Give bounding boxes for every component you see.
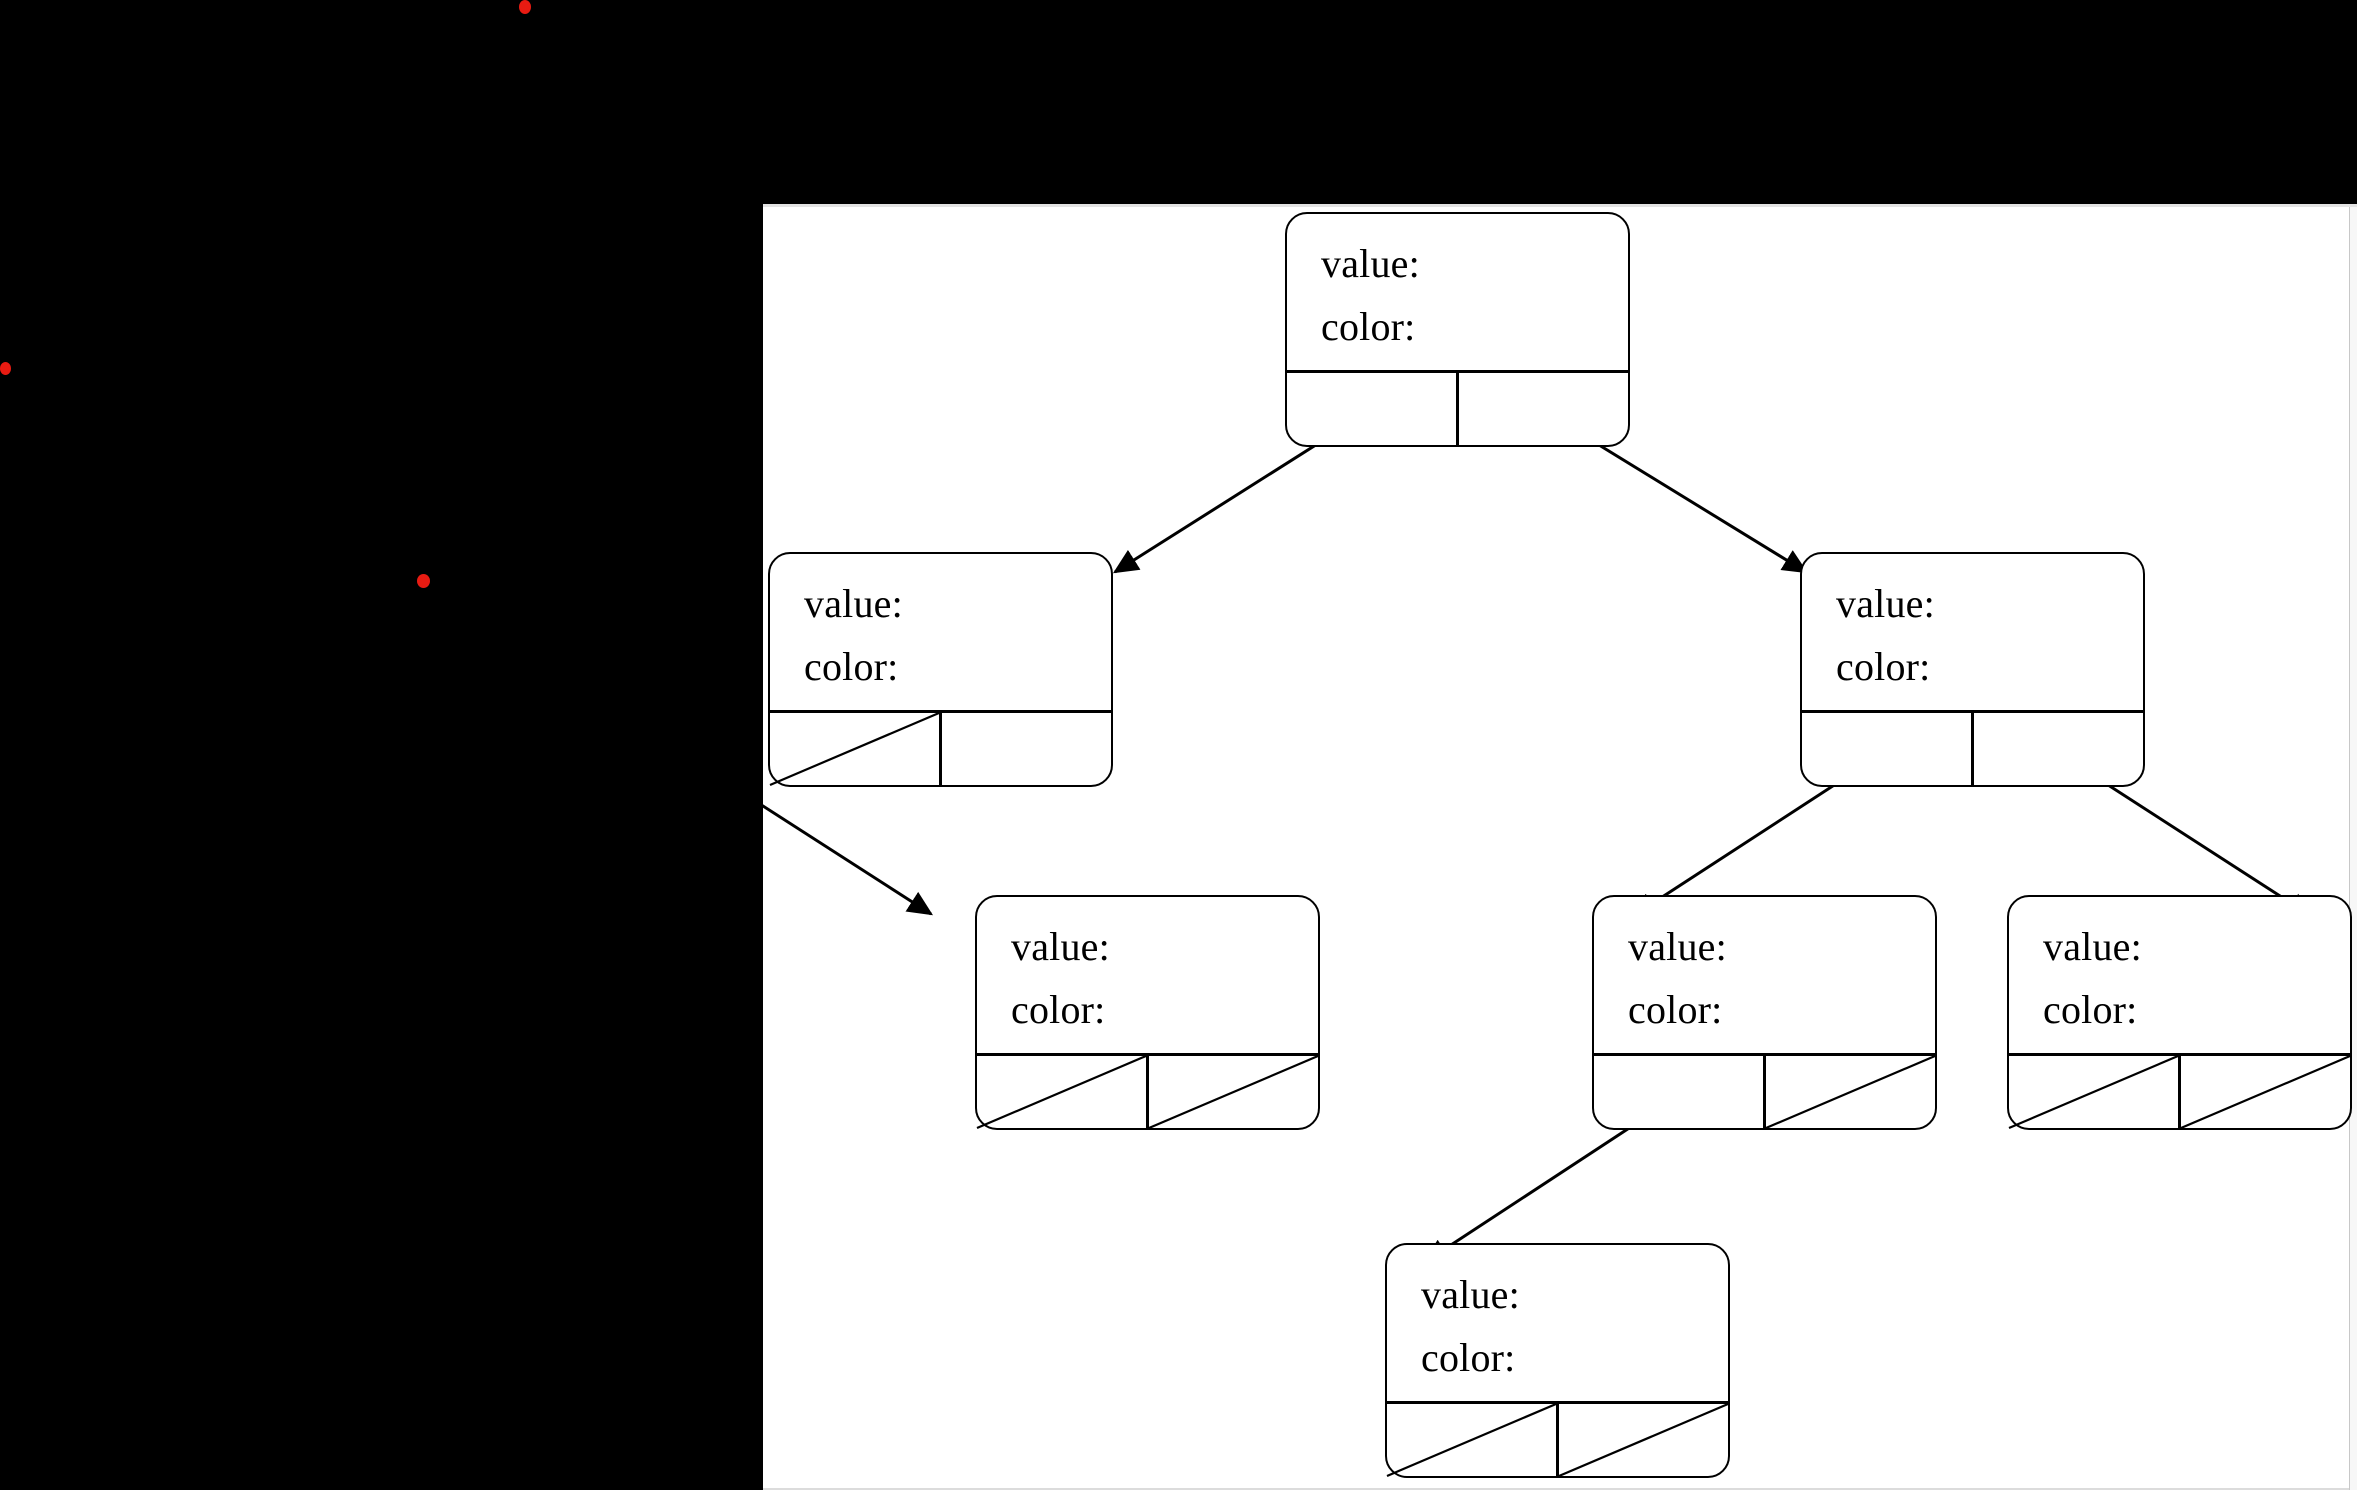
null-pointer-slash-icon	[1559, 1404, 1728, 1476]
node-left-pointer-cell-null[interactable]	[977, 1056, 1149, 1128]
node-pointer-row	[1387, 1401, 1728, 1476]
node-color-label: color:	[1321, 304, 1416, 350]
node-right-pointer-cell[interactable]	[1974, 713, 2143, 785]
null-pointer-slash-icon	[1149, 1056, 1318, 1128]
null-pointer-slash-icon	[2181, 1056, 2350, 1128]
node-pointer-row	[1287, 370, 1628, 445]
node-value-label: value:	[1421, 1272, 1520, 1317]
node-fields: value: color:	[1387, 1245, 1728, 1404]
tree-node-root[interactable]: value: color:	[1285, 212, 1630, 447]
tree-node-deep-great-grandchild[interactable]: value: color:	[1385, 1243, 1730, 1478]
null-pointer-slash-icon	[1387, 1404, 1556, 1476]
node-color-label: color:	[2043, 987, 2138, 1033]
node-color-label: color:	[1011, 987, 1106, 1033]
null-pointer-slash-icon	[770, 713, 939, 785]
node-color-label: color:	[1628, 987, 1723, 1033]
tree-node-left-child[interactable]: value: color:	[768, 552, 1113, 787]
node-left-pointer-cell-null[interactable]	[770, 713, 942, 785]
node-value-label: value:	[1321, 241, 1420, 286]
node-value-label: value:	[804, 581, 903, 626]
node-right-pointer-cell[interactable]	[1459, 373, 1628, 445]
node-fields: value: color:	[770, 554, 1111, 713]
node-fields: value: color:	[1287, 214, 1628, 373]
tree-node-right-child[interactable]: value: color:	[1800, 552, 2145, 787]
null-pointer-slash-icon	[2009, 1056, 2178, 1128]
node-left-pointer-cell[interactable]	[1594, 1056, 1766, 1128]
node-pointer-row	[2009, 1053, 2350, 1128]
node-left-pointer-cell-null[interactable]	[1387, 1404, 1559, 1476]
node-right-pointer-cell-null[interactable]	[1766, 1056, 1935, 1128]
vertical-scrollbar[interactable]	[2349, 207, 2357, 1490]
node-left-pointer-cell[interactable]	[1287, 373, 1459, 445]
null-pointer-slash-icon	[977, 1056, 1146, 1128]
panel-bottom-rule	[763, 1488, 2357, 1490]
node-left-pointer-cell[interactable]	[1802, 713, 1974, 785]
marker-dot-top	[519, 0, 531, 14]
node-left-pointer-cell-null[interactable]	[2009, 1056, 2181, 1128]
node-pointer-row	[1594, 1053, 1935, 1128]
node-pointer-row	[977, 1053, 1318, 1128]
node-fields: value: color:	[2009, 897, 2350, 1056]
node-right-pointer-cell-null[interactable]	[1149, 1056, 1318, 1128]
node-fields: value: color:	[1802, 554, 2143, 713]
node-pointer-row	[1802, 710, 2143, 785]
diagram-canvas-panel[interactable]: value: color: value: color:	[763, 204, 2357, 1490]
node-value-label: value:	[1628, 924, 1727, 969]
node-value-label: value:	[1011, 924, 1110, 969]
node-value-label: value:	[2043, 924, 2142, 969]
node-color-label: color:	[804, 644, 899, 690]
node-right-pointer-cell[interactable]	[942, 713, 1111, 785]
node-color-label: color:	[1836, 644, 1931, 690]
node-right-pointer-cell-null[interactable]	[1559, 1404, 1728, 1476]
panel-top-rule	[763, 204, 2357, 207]
tree-node-left-right-grandchild[interactable]: value: color:	[975, 895, 1320, 1130]
marker-dot-middle	[417, 574, 430, 588]
node-fields: value: color:	[1594, 897, 1935, 1056]
node-pointer-row	[770, 710, 1111, 785]
node-value-label: value:	[1836, 581, 1935, 626]
null-pointer-slash-icon	[1766, 1056, 1935, 1128]
node-right-pointer-cell-null[interactable]	[2181, 1056, 2350, 1128]
node-fields: value: color:	[977, 897, 1318, 1056]
tree-node-right-right-grandchild[interactable]: value: color:	[2007, 895, 2352, 1130]
tree-node-right-left-grandchild[interactable]: value: color:	[1592, 895, 1937, 1130]
node-color-label: color:	[1421, 1335, 1516, 1381]
marker-dot-left	[0, 362, 11, 375]
